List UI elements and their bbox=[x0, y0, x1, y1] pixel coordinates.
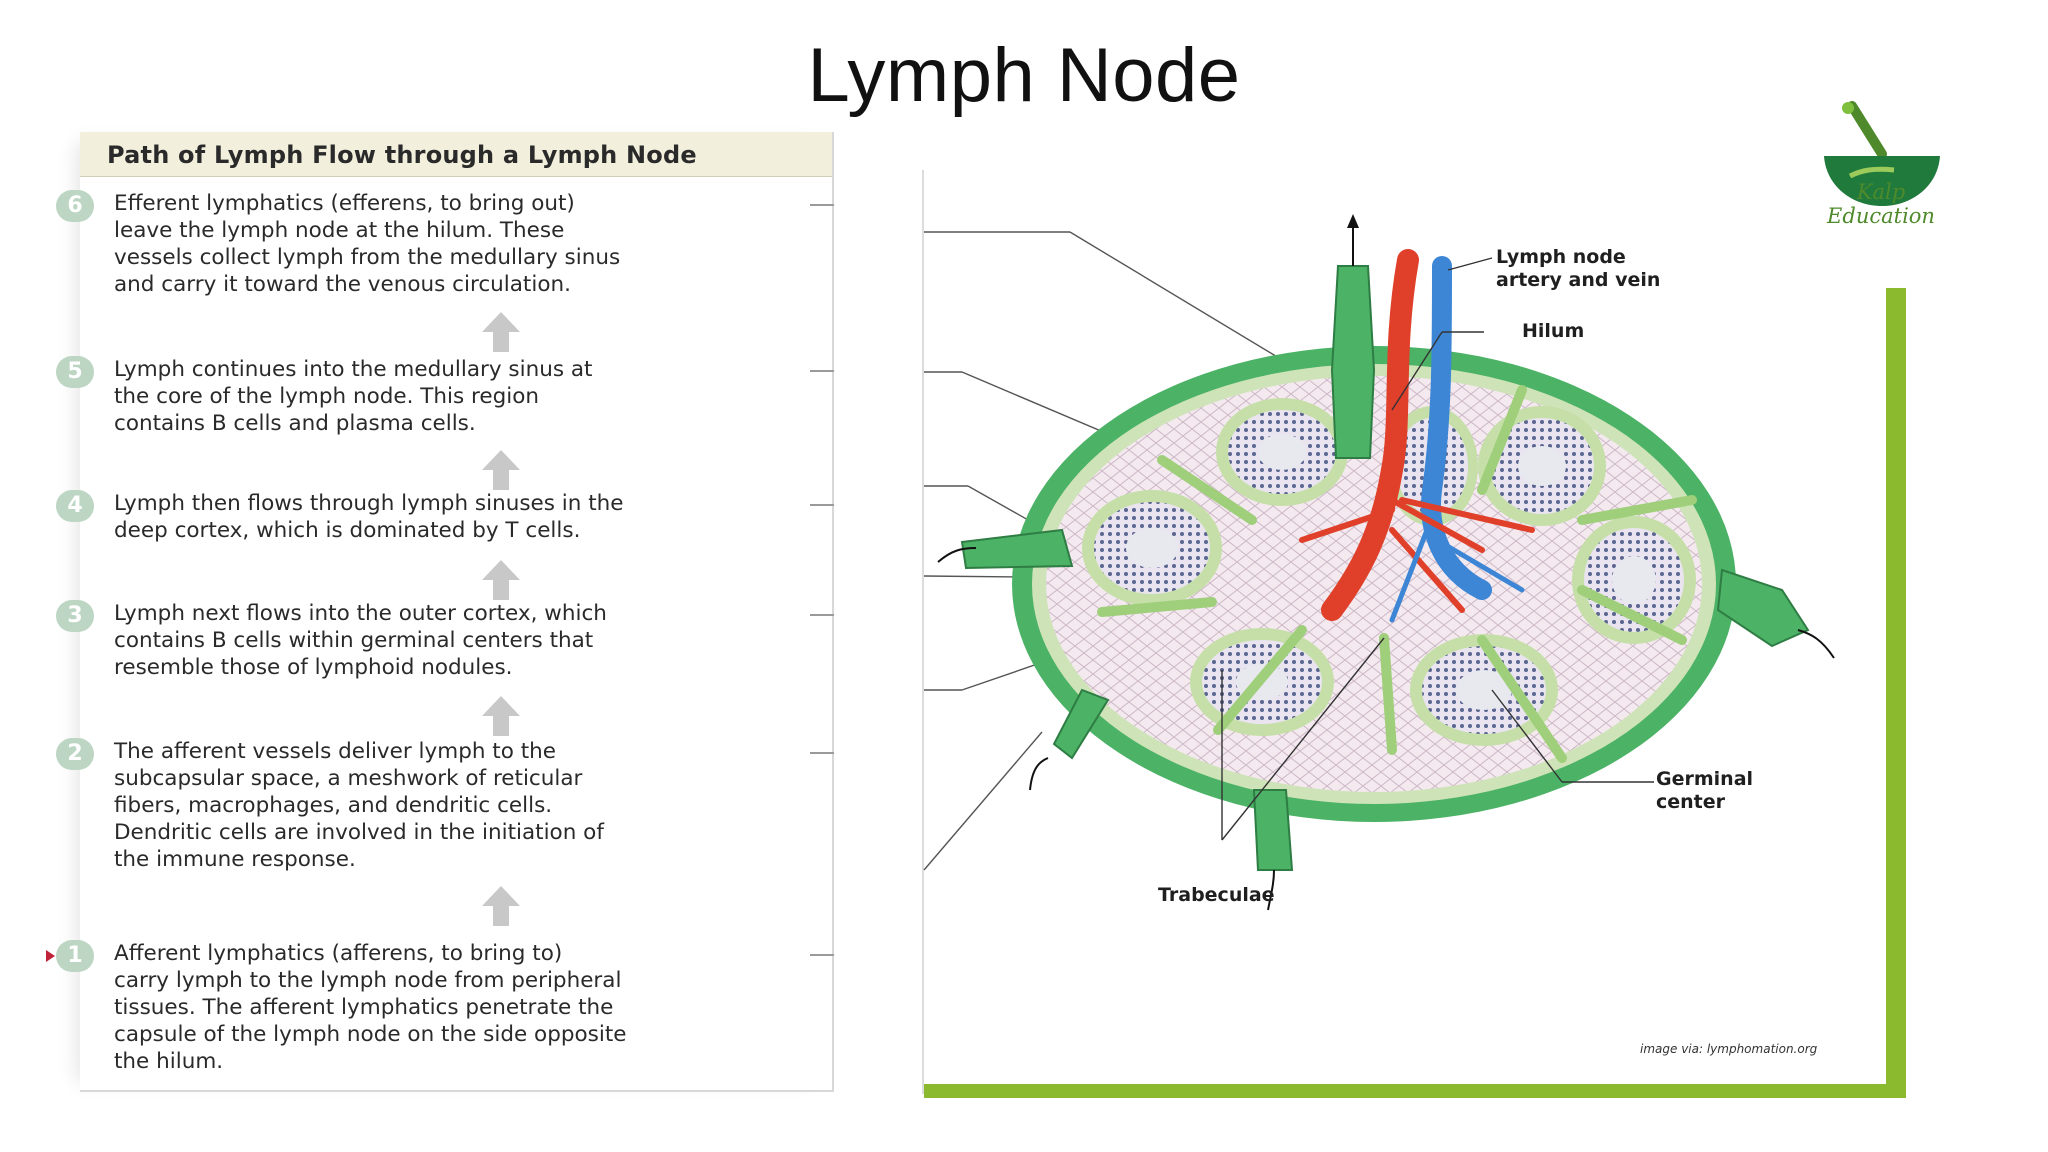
lymph-node-illustration bbox=[923, 214, 1835, 911]
step-description: The afferent vessels deliver lymph to th… bbox=[114, 739, 604, 872]
up-arrow-icon bbox=[482, 312, 520, 352]
efferent-lymphatic bbox=[1330, 214, 1376, 459]
afferent-lymphatics bbox=[960, 528, 1810, 871]
step-number-badge: 3 bbox=[56, 600, 94, 632]
up-arrow-icon bbox=[482, 886, 520, 926]
leader-tick bbox=[810, 954, 834, 956]
flow-panel-title: Path of Lymph Flow through a Lymph Node bbox=[107, 141, 697, 169]
slide-title: Lymph Node bbox=[807, 33, 1241, 118]
label-artery-vein: Lymph node artery and vein bbox=[1496, 246, 1661, 291]
flow-arrows bbox=[937, 547, 1835, 911]
mortar-pestle-icon bbox=[1824, 101, 1940, 206]
trabeculae bbox=[1097, 385, 1697, 763]
label-hilum: Hilum bbox=[1522, 320, 1585, 342]
step-description: Lymph continues into the medullary sinus… bbox=[114, 357, 593, 436]
step-number-badge: 4 bbox=[56, 490, 94, 522]
lymphoid-nodules bbox=[1082, 398, 1696, 746]
leader-tick bbox=[810, 370, 834, 372]
flow-panel-header: Path of Lymph Flow through a Lymph Node bbox=[80, 132, 832, 177]
step-description: Efferent lymphatics (efferens, to bring … bbox=[114, 191, 621, 297]
up-arrow-icon bbox=[482, 560, 520, 600]
brand-name: Kalp Education bbox=[1827, 180, 1935, 228]
leader-tick bbox=[810, 504, 834, 506]
step-description: Lymph then flows through lymph sinuses i… bbox=[114, 491, 624, 543]
step-number-badge: 6 bbox=[56, 190, 94, 222]
up-arrow-icon bbox=[482, 450, 520, 490]
up-arrow-icon bbox=[482, 696, 520, 736]
label-germinal-center: Germinal center bbox=[1656, 768, 1754, 813]
image-credit: image via: lymphomation.org bbox=[1640, 1042, 1818, 1056]
leader-tick bbox=[810, 752, 834, 754]
label-trabeculae: Trabeculae bbox=[1158, 884, 1275, 906]
accent-bar-bottom bbox=[924, 1084, 1906, 1098]
lymph-flow-panel: Path of Lymph Flow through a Lymph Node … bbox=[46, 132, 834, 1092]
accent-bar-right bbox=[1886, 288, 1906, 1098]
leader-tick bbox=[810, 204, 834, 206]
step-number-badge: 5 bbox=[56, 356, 94, 388]
step-number-badge: 2 bbox=[56, 738, 94, 770]
step-description: Afferent lymphatics (afferens, to bring … bbox=[114, 941, 627, 1074]
step-description: Lymph next flows into the outer cortex, … bbox=[114, 601, 607, 680]
leader-tick bbox=[810, 614, 834, 616]
start-marker-icon bbox=[46, 950, 55, 962]
step-number-badge: 1 bbox=[56, 940, 94, 972]
